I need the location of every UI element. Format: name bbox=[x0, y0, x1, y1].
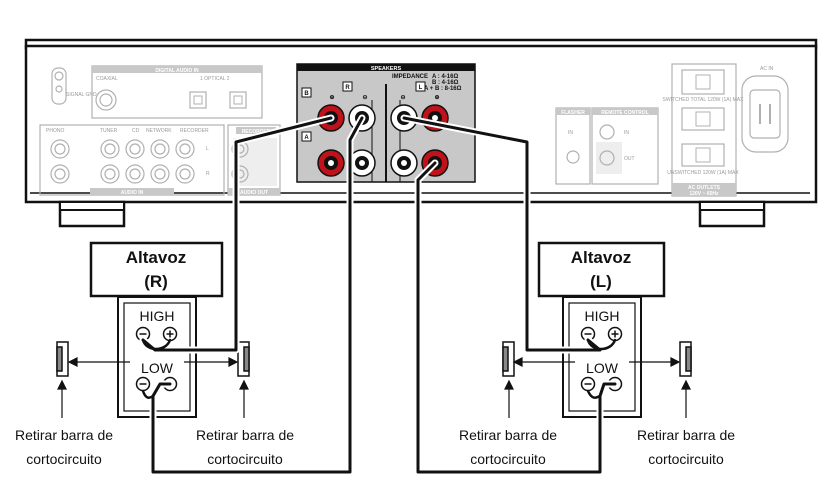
ac-rating-label: 120V ~ 60Hz bbox=[689, 191, 719, 197]
cable-r-minus bbox=[151, 116, 364, 474]
note-r-left-line2: cortocircuito bbox=[26, 451, 102, 467]
note-r-right-line2: cortocircuito bbox=[207, 451, 283, 467]
speaker-cables bbox=[139, 114, 619, 476]
note-l-right-line2: cortocircuito bbox=[648, 451, 724, 467]
flasher-remote-block: FLASHER IN REMOTE CONTROL IN OUT bbox=[555, 107, 659, 185]
tuner-label: TUNER bbox=[100, 128, 118, 134]
impedance-label: IMPEDANCE bbox=[392, 74, 428, 80]
flasher-label: FLASHER bbox=[561, 110, 585, 116]
phono-label: PHONO bbox=[46, 128, 64, 134]
audio-in-r-label: R bbox=[206, 171, 210, 177]
audio-in-l-label: L bbox=[206, 146, 209, 152]
audio-in-label: AUDIO IN bbox=[121, 190, 144, 196]
digital-audio-in-label: DIGITAL AUDIO IN bbox=[155, 68, 199, 74]
removal-notes: Retirar barra de cortocircuito Retirar b… bbox=[15, 427, 735, 467]
speaker-r-label: R bbox=[345, 85, 350, 91]
speaker-l-low-label: LOW bbox=[586, 360, 619, 376]
speakers-title: SPEAKERS bbox=[371, 66, 402, 72]
network-label: NETWORK bbox=[146, 128, 172, 134]
remote-control-label: REMOTE CONTROL bbox=[601, 110, 649, 116]
speaker-a-label: A bbox=[304, 135, 309, 141]
cable-l-minus bbox=[402, 116, 602, 352]
cable-r-plus bbox=[141, 116, 333, 352]
speaker-l: Altavoz (L) HIGH LOW bbox=[537, 241, 666, 418]
remote-in-label: IN bbox=[624, 130, 629, 136]
digital-audio-in-block: DIGITAL AUDIO IN COAXIAL 1 OPTICAL 2 bbox=[91, 65, 263, 119]
speaker-r-high-label: HIGH bbox=[140, 308, 175, 324]
speaker-b-label: B bbox=[304, 91, 309, 97]
audio-out-label: AUDIO OUT bbox=[240, 190, 268, 196]
binding-post-l-a-minus bbox=[390, 149, 418, 177]
ac-outlets-block: SWITCHED TOTAL 120W (1A) MAX UNSWITCHED … bbox=[663, 63, 745, 197]
recorder-label: RECORDER bbox=[180, 128, 209, 134]
signal-gnd-terminal: SIGNAL GND bbox=[51, 67, 97, 105]
speaker-r-channel: (R) bbox=[144, 272, 168, 291]
impedance-ab: A + B : 8-16Ω bbox=[424, 86, 462, 92]
recorder-out-label: RECORDER bbox=[242, 129, 271, 135]
note-l-left-line1: Retirar barra de bbox=[459, 427, 557, 443]
shorting-bar-r-right bbox=[237, 341, 250, 377]
speaker-r-low-label: LOW bbox=[141, 360, 174, 376]
optical-label: 1 OPTICAL 2 bbox=[200, 76, 230, 82]
r-b-plus: ⊕ bbox=[329, 95, 334, 101]
signal-gnd-label: SIGNAL GND bbox=[66, 92, 97, 98]
l-b-minus: ⊖ bbox=[400, 95, 405, 101]
shorting-bar-r-left bbox=[56, 341, 69, 377]
removal-arrows bbox=[57, 357, 691, 418]
speaker-l-channel: (L) bbox=[590, 272, 612, 291]
shorting-bar-l-left bbox=[502, 341, 515, 377]
ac-in-inlet: AC IN bbox=[741, 66, 789, 153]
speaker-r-title-box bbox=[89, 241, 224, 298]
note-l-right-line1: Retirar barra de bbox=[637, 427, 735, 443]
speaker-l-label: L bbox=[419, 85, 423, 91]
note-l-left-line2: cortocircuito bbox=[470, 451, 546, 467]
note-r-right-line1: Retirar barra de bbox=[196, 427, 294, 443]
note-r-left-line1: Retirar barra de bbox=[15, 427, 113, 443]
cd-label: CD bbox=[132, 128, 140, 134]
speaker-l-high-label: HIGH bbox=[585, 308, 620, 324]
impedance-a: A : 4-16Ω bbox=[432, 74, 458, 80]
shorting-bar-l-right bbox=[679, 341, 692, 377]
flasher-in-label: IN bbox=[568, 130, 573, 136]
impedance-b: B : 4-16Ω bbox=[432, 80, 459, 86]
audio-in-block: AUDIO IN PHONO TUNER CD NETWORK RECORDER… bbox=[39, 124, 225, 196]
binding-post-r-a-plus bbox=[317, 149, 345, 177]
r-b-minus: ⊖ bbox=[362, 95, 367, 101]
l-b-plus: ⊕ bbox=[434, 95, 439, 101]
speaker-l-title: Altavoz bbox=[571, 248, 631, 267]
speaker-r-title: Altavoz bbox=[126, 248, 186, 267]
remote-out-label: OUT bbox=[624, 156, 635, 162]
shorting-bars bbox=[56, 341, 692, 377]
ac-in-label: AC IN bbox=[760, 66, 774, 72]
cable-l-plus bbox=[416, 161, 617, 474]
speaker-l-title-box bbox=[537, 241, 666, 298]
ac-outlets-label: AC OUTLETS bbox=[688, 185, 721, 191]
switched-label: SWITCHED TOTAL 120W (1A) MAX bbox=[663, 97, 745, 103]
unswitched-label: UNSWITCHED 120W (1A) MAX bbox=[667, 170, 739, 176]
audio-out-block: RECORDER AUDIO OUT bbox=[227, 124, 281, 196]
speaker-r: Altavoz (R) HIGH LOW bbox=[89, 241, 224, 418]
coaxial-label: COAXIAL bbox=[96, 76, 118, 82]
binding-post-r-a-minus bbox=[348, 149, 376, 177]
